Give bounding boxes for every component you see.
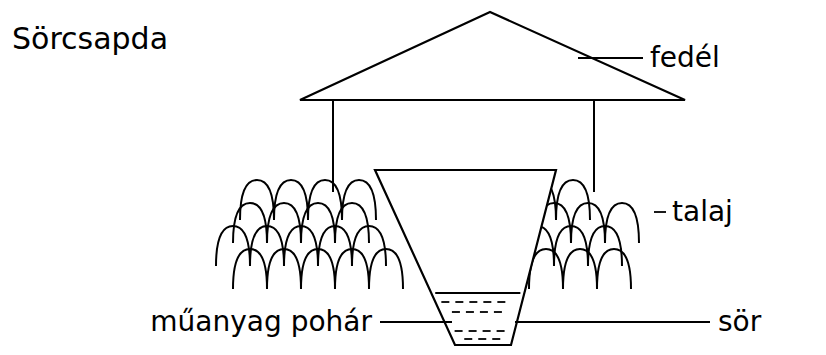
beer-dash	[483, 330, 491, 332]
soil-arch	[352, 226, 386, 266]
lid-post	[593, 100, 595, 192]
beer-dash	[483, 301, 491, 303]
beer-dash	[455, 301, 463, 303]
soil-arch	[571, 203, 605, 243]
leader-line	[578, 57, 643, 59]
beer-dash	[466, 311, 474, 313]
part-label: sör	[718, 307, 761, 338]
soil-arch	[274, 180, 308, 220]
beer-dash	[452, 311, 460, 313]
beer-dash	[492, 338, 500, 340]
beer-dash	[478, 338, 486, 340]
beer-dash	[469, 330, 477, 332]
soil-arch	[308, 180, 342, 220]
beer-dash	[435, 292, 520, 294]
beer-dash	[469, 301, 477, 303]
soil-arch	[267, 203, 301, 243]
beer-dash	[441, 301, 449, 303]
leader-line	[515, 321, 710, 323]
lid-roof	[300, 12, 685, 100]
soil-arch	[556, 180, 590, 220]
soil-arch	[318, 226, 352, 266]
soil-arch	[563, 249, 597, 289]
beer-liquid	[435, 293, 520, 339]
soil-arch	[240, 180, 274, 220]
soil-arch	[301, 249, 335, 289]
soil-arch	[342, 180, 376, 220]
soil-arch	[301, 203, 335, 243]
beer-dash	[497, 301, 505, 303]
beer-dash	[480, 311, 488, 313]
soil-arch	[335, 203, 369, 243]
part-label: talaj	[672, 197, 733, 228]
part-label: műanyag pohár	[150, 307, 372, 338]
beer-dash	[464, 338, 472, 340]
soil-arch	[267, 249, 301, 289]
soil-arch	[233, 203, 267, 243]
soil-arch	[335, 249, 369, 289]
soil-arch	[605, 203, 639, 243]
part-label: fedél	[650, 43, 720, 74]
soil-arch	[233, 249, 267, 289]
soil-arch	[250, 226, 284, 266]
soil-arch	[369, 249, 403, 289]
beer-dash	[494, 311, 502, 313]
soil-arch	[216, 226, 250, 266]
soil-arch	[597, 249, 631, 289]
soil-arch	[284, 226, 318, 266]
beer-dash	[497, 330, 505, 332]
beer-dash	[455, 330, 463, 332]
lid-post	[332, 100, 334, 192]
leader-line	[654, 211, 666, 213]
plastic-cup	[375, 170, 556, 345]
diagram-title: Sörcsapda	[12, 22, 168, 55]
leader-line	[380, 321, 452, 323]
